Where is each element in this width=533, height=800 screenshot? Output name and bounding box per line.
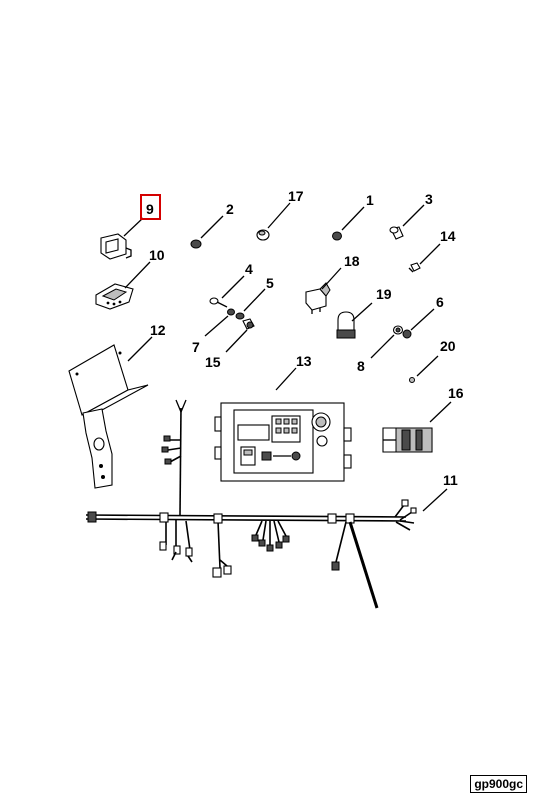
part-14-fitting	[408, 262, 421, 273]
callout-11[interactable]: 11	[443, 472, 458, 488]
part-12-bracket	[68, 344, 149, 489]
callout-5[interactable]: 5	[266, 275, 274, 291]
part-7-washer	[227, 308, 235, 316]
part-19-beacon	[336, 311, 356, 339]
part-11-harness	[85, 399, 417, 609]
callout-18[interactable]: 18	[344, 253, 360, 269]
callout-8[interactable]: 8	[357, 358, 365, 374]
part-6-nut	[402, 329, 412, 339]
leader-9	[123, 217, 144, 237]
callout-12[interactable]: 12	[150, 322, 166, 338]
part-20-nut	[409, 377, 415, 383]
part-17-cap	[256, 229, 270, 241]
leader-7	[204, 315, 229, 337]
part-8-washer	[392, 325, 404, 335]
leader-17	[267, 202, 291, 229]
callout-15[interactable]: 15	[205, 354, 221, 370]
part-2-nut	[190, 239, 202, 249]
leader-15	[225, 329, 248, 353]
part-1-nut	[332, 231, 342, 241]
callout-10[interactable]: 10	[149, 247, 165, 263]
part-3-bolt	[389, 226, 404, 240]
callout-16[interactable]: 16	[448, 385, 464, 401]
callout-6[interactable]: 6	[436, 294, 444, 310]
callout-3[interactable]: 3	[425, 191, 433, 207]
leader-4	[221, 275, 245, 299]
callout-9-highlight	[140, 194, 161, 220]
leader-12	[127, 336, 153, 362]
leader-13	[275, 367, 297, 391]
part-13-control-panel	[214, 402, 352, 482]
callout-4[interactable]: 4	[245, 261, 253, 277]
part-9-bracket	[100, 233, 132, 260]
leader-16	[429, 401, 452, 423]
callout-1[interactable]: 1	[366, 192, 374, 208]
leader-18	[321, 267, 342, 290]
part-10-module	[95, 283, 134, 310]
leader-2	[200, 215, 224, 239]
leader-19	[351, 302, 373, 322]
callout-17[interactable]: 17	[288, 188, 304, 204]
callout-14[interactable]: 14	[440, 228, 456, 244]
leader-1	[341, 206, 365, 231]
callout-2[interactable]: 2	[226, 201, 234, 217]
leader-5	[243, 288, 266, 312]
callout-7[interactable]: 7	[192, 339, 200, 355]
leader-6	[410, 308, 435, 331]
reference-code-label: gp900gc	[470, 775, 527, 793]
part-4-screw	[209, 297, 228, 308]
part-16-relay	[382, 427, 433, 453]
part-18-switch	[305, 282, 331, 314]
callout-13[interactable]: 13	[296, 353, 312, 369]
callout-19[interactable]: 19	[376, 286, 392, 302]
leader-8	[370, 334, 395, 359]
leader-3	[402, 204, 425, 227]
leader-11	[422, 488, 448, 512]
leader-10	[124, 261, 151, 289]
callout-9[interactable]: 9	[146, 201, 154, 217]
leader-14	[419, 243, 441, 265]
leader-20	[416, 355, 439, 377]
part-15-spacer	[242, 318, 255, 330]
callout-20[interactable]: 20	[440, 338, 456, 354]
part-5-washer	[235, 312, 245, 320]
